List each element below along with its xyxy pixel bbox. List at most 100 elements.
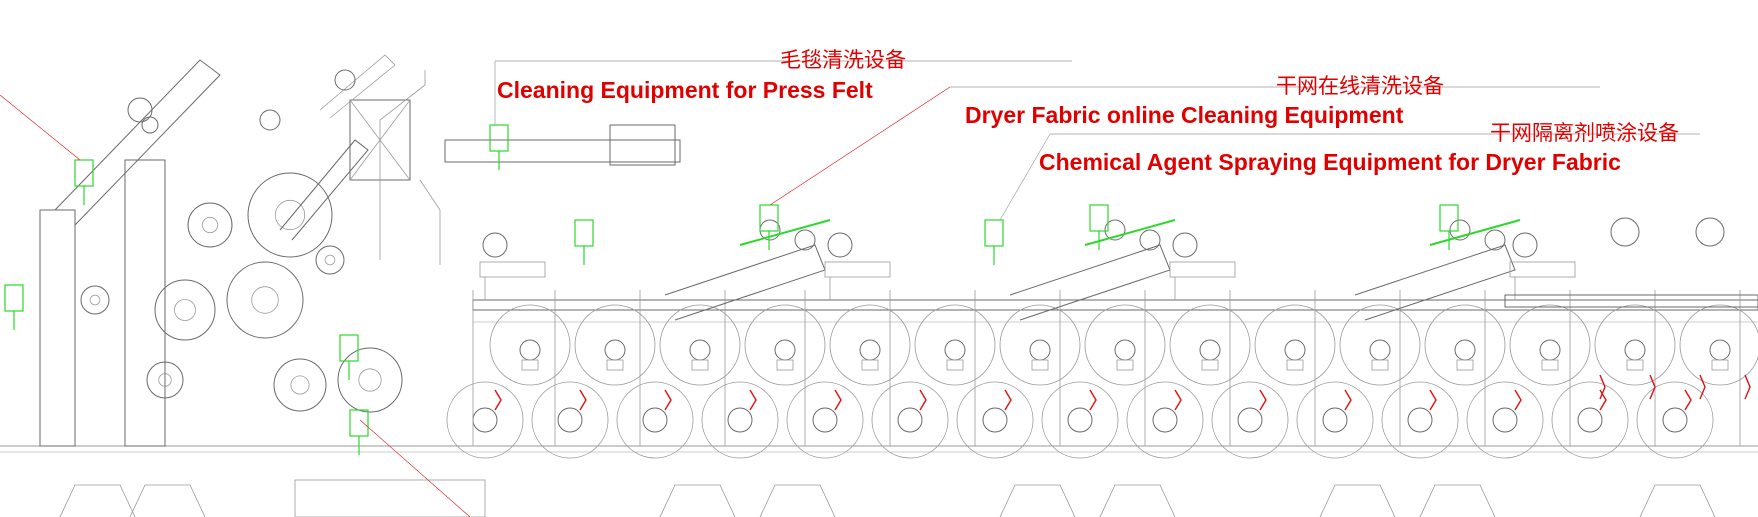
upper-dryer-hub-7 — [1114, 339, 1136, 361]
dryer-fan-0 — [482, 232, 508, 258]
press-column-2 — [124, 159, 166, 447]
red-valve-4 — [834, 389, 842, 411]
press-roll-hub-3 — [201, 216, 219, 234]
press-roll-8 — [80, 285, 110, 315]
press-section — [39, 54, 681, 447]
upper-dryer-cylinder-6 — [999, 304, 1081, 386]
upper-dryer-bearing-12 — [1541, 359, 1559, 371]
lower-dryer-hub-9 — [1237, 407, 1263, 433]
last-section-roll-0 — [1610, 217, 1640, 247]
red-valve-right-1 — [1649, 374, 1656, 400]
press-roll-0 — [247, 172, 333, 258]
red-valve-right-3 — [1744, 374, 1751, 400]
left-red-leader — [0, 94, 81, 161]
inclined-conveyor-3 — [319, 54, 396, 119]
lower-dryer-hub-11 — [1407, 407, 1433, 433]
last-section-roll-1 — [1695, 217, 1725, 247]
dryer-platform-1 — [824, 261, 891, 278]
red-valve-1 — [579, 389, 587, 411]
dryer-fan-2 — [1172, 232, 1198, 258]
last-section-frame — [1504, 294, 1758, 308]
press-roll-hub-4 — [290, 375, 310, 395]
red-valve-12 — [1514, 389, 1522, 411]
upper-dryer-hub-8 — [1199, 339, 1221, 361]
upper-dryer-cylinder-7 — [1084, 304, 1166, 386]
dryer-hood-conveyor-0 — [664, 244, 826, 321]
upper-dryer-cylinder-14 — [1679, 304, 1758, 386]
chemical-spray-label-cn: 干网隔离剂喷涂设备 — [1490, 121, 1679, 145]
red-valve-0 — [494, 389, 502, 411]
upper-dryer-cylinder-11 — [1424, 304, 1506, 386]
lower-dryer-cylinder-0 — [446, 381, 524, 459]
dryer-online-label-en: Dryer Fabric online Cleaning Equipment — [965, 102, 1404, 128]
bottom-red-leader — [359, 419, 471, 517]
dryer-fan-1 — [827, 232, 853, 258]
upper-dryer-bearing-6 — [1031, 359, 1049, 371]
green-spray-bar-1 — [1084, 219, 1176, 246]
upper-dryer-cylinder-9 — [1254, 304, 1336, 386]
lower-dryer-hub-14 — [1662, 407, 1688, 433]
upper-dryer-bearing-9 — [1286, 359, 1304, 371]
upper-dryer-bearing-3 — [776, 359, 794, 371]
red-valve-3 — [749, 389, 757, 411]
hood-top-roll-b-0 — [794, 229, 816, 251]
upper-dryer-bearing-2 — [691, 359, 709, 371]
lower-dryer-cylinder-2 — [616, 381, 694, 459]
upper-dryer-cylinder-0 — [489, 304, 571, 386]
upper-dryer-bearing-14 — [1711, 359, 1729, 371]
lower-dryer-cylinder-14 — [1636, 381, 1714, 459]
upper-dryer-hub-1 — [604, 339, 626, 361]
red-valve-5 — [919, 389, 927, 411]
foundation-6 — [1319, 484, 1396, 517]
dryer-hood-conveyor-2 — [1354, 244, 1516, 321]
dryer-platform-0 — [479, 261, 546, 278]
press-roll-hub-1 — [251, 286, 279, 314]
hood-top-roll-1 — [1104, 219, 1126, 241]
upper-dryer-bearing-7 — [1116, 359, 1134, 371]
red-valve-10 — [1344, 389, 1352, 411]
foundation-7 — [1419, 484, 1496, 517]
upper-dryer-cylinder-10 — [1339, 304, 1421, 386]
upper-dryer-hub-14 — [1709, 339, 1731, 361]
press-roll-2 — [154, 279, 216, 341]
red-valve-14 — [1684, 389, 1692, 411]
red-valve-9 — [1259, 389, 1267, 411]
dryer-online-label-cn: 干网在线清洗设备 — [1276, 74, 1444, 98]
dryer-online-leader-diag — [769, 86, 951, 206]
upper-dryer-cylinder-1 — [574, 304, 656, 386]
press-roll-hub-8 — [89, 294, 101, 306]
foundation-4 — [999, 484, 1076, 517]
inclined-conveyor-1 — [54, 59, 221, 226]
foundation-8 — [1639, 484, 1716, 517]
upper-dryer-hub-4 — [859, 339, 881, 361]
lower-dryer-cylinder-12 — [1466, 381, 1544, 459]
upper-dryer-cylinder-3 — [744, 304, 826, 386]
upper-dryer-bearing-4 — [861, 359, 879, 371]
upper-dryer-hub-13 — [1624, 339, 1646, 361]
red-valve-right-0 — [1599, 374, 1606, 400]
lower-dryer-hub-3 — [727, 407, 753, 433]
green-unit-1 — [4, 284, 24, 312]
foundation-3 — [759, 484, 836, 517]
foundation-1 — [129, 484, 206, 517]
press-roll-7 — [315, 245, 345, 275]
press-felt-label-cn: 毛毯清洗设备 — [780, 48, 906, 72]
press-frame-line — [379, 70, 426, 260]
lower-dryer-cylinder-4 — [786, 381, 864, 459]
lower-dryer-cylinder-8 — [1126, 381, 1204, 459]
foundation-5 — [1099, 484, 1176, 517]
press-roll-hub-7 — [324, 254, 336, 266]
green-unit-4 — [759, 204, 779, 232]
lower-dryer-hub-10 — [1322, 407, 1348, 433]
red-valve-6 — [1004, 389, 1012, 411]
red-valve-11 — [1429, 389, 1437, 411]
hood-top-roll-b-1 — [1139, 229, 1161, 251]
lower-dryer-hub-7 — [1067, 407, 1093, 433]
dryer-hood-conveyor-1 — [1009, 244, 1171, 321]
upper-dryer-bearing-0 — [521, 359, 539, 371]
press-small-roll-0 — [127, 97, 153, 123]
upper-dryer-bearing-10 — [1371, 359, 1389, 371]
press-roll-hub-6 — [158, 373, 172, 387]
